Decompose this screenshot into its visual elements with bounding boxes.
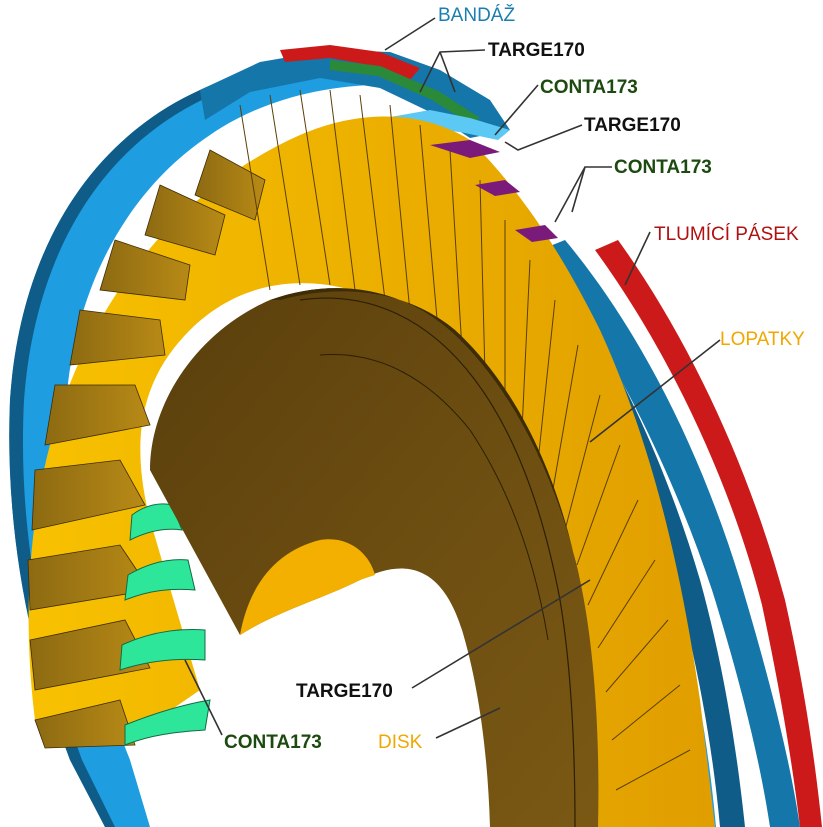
label-tlumici-pasek: TLUMÍCÍ PÁSEK	[654, 224, 799, 245]
label-conta173-bottom: CONTA173	[224, 732, 322, 753]
disk-body	[150, 288, 599, 827]
label-bandaz: BANDÁŽ	[438, 4, 515, 26]
contact-patches-tips	[430, 140, 558, 242]
label-disk: DISK	[378, 732, 423, 753]
damper-strip-top	[280, 45, 420, 80]
shroud-top-light	[385, 110, 510, 140]
label-targe170-top: TARGE170	[488, 40, 585, 61]
contact-elements-green	[119, 503, 211, 746]
damper-strip-right	[595, 240, 822, 827]
disk-hub-inner	[240, 539, 375, 635]
leader-lines	[184, 17, 721, 739]
label-targe170-mid: TARGE170	[584, 115, 681, 136]
label-targe170-disk: TARGE170	[296, 681, 393, 702]
disk-groove-line-2	[319, 353, 549, 641]
blade-ring	[28, 116, 715, 827]
blade-separators	[239, 89, 691, 791]
shroud-outer-band	[9, 56, 400, 827]
shroud-right-blue-outer	[540, 240, 800, 827]
shroud-top-segment	[200, 50, 510, 138]
label-conta173-top: CONTA173	[540, 77, 638, 98]
shroud-right-blue-inner	[520, 252, 745, 827]
label-lopatky: LOPATKY	[720, 329, 805, 350]
blade-facets-left	[27, 149, 266, 749]
disk-groove-line	[299, 297, 576, 827]
label-conta173-mid: CONTA173	[614, 157, 712, 178]
